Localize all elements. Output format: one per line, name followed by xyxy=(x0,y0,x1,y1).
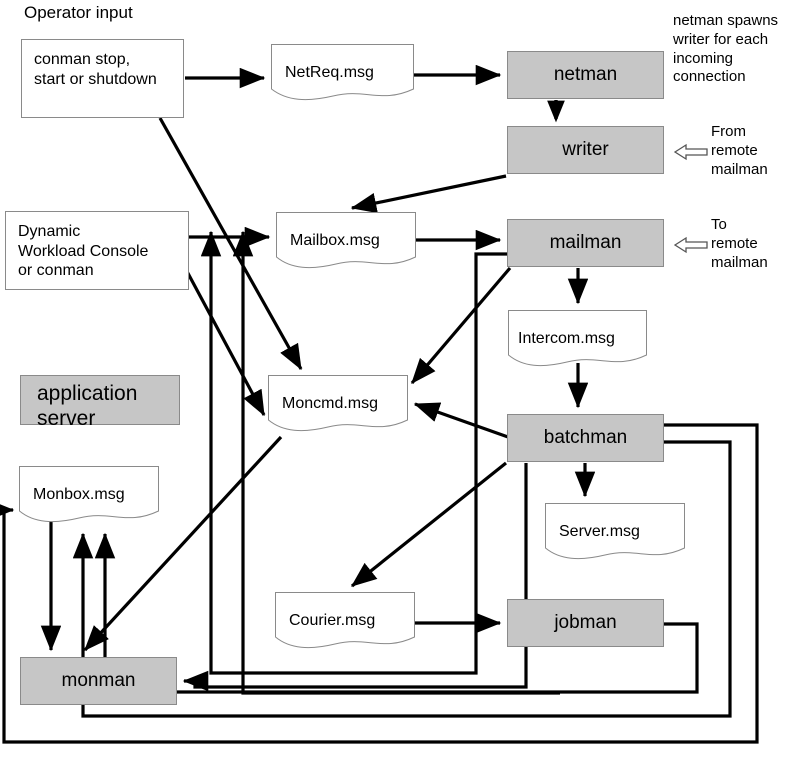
edge-lower-to-mailbox-loop xyxy=(232,230,560,695)
node-mailman[interactable]: mailman xyxy=(507,219,664,267)
edge-batchman-to-monbox-inner xyxy=(72,440,732,718)
note-from-remote-mailman: From remote mailman xyxy=(711,123,768,178)
edge-batchman-to-couriermsg xyxy=(350,461,507,588)
node-courier-msg[interactable]: Courier.msg xyxy=(275,592,415,654)
edge-batchman-to-monbox-outer xyxy=(0,423,759,744)
edge-conman-to-moncmd xyxy=(158,117,303,371)
node-dynamic-workload-console[interactable]: Dynamic Workload Console or conman xyxy=(5,211,189,290)
node-netman[interactable]: netman xyxy=(507,51,664,99)
page-title: Operator input xyxy=(24,3,133,22)
node-netreq-msg-label: NetReq.msg xyxy=(285,64,374,81)
node-batchman[interactable]: batchman xyxy=(507,414,664,462)
node-moncmd-msg[interactable]: Moncmd.msg xyxy=(268,375,408,437)
node-mailbox-msg[interactable]: Mailbox.msg xyxy=(276,212,416,274)
edge-writer-to-mailbox xyxy=(350,174,507,214)
node-courier-msg-label: Courier.msg xyxy=(289,612,376,629)
node-monbox-msg[interactable]: Monbox.msg xyxy=(19,466,159,528)
label-application-server: application server xyxy=(20,375,180,430)
edge-batchman-to-moncmd xyxy=(413,402,509,439)
note-netman-spawns-writer: netman spawns writer for each incoming c… xyxy=(673,12,779,86)
node-moncmd-msg-label: Moncmd.msg xyxy=(282,395,379,412)
edge-moncmd-to-monman xyxy=(83,435,283,652)
hollow-arrow-left-icon-from-remote xyxy=(673,142,708,167)
hollow-arrow-left-icon-to-remote xyxy=(673,235,708,260)
node-writer[interactable]: writer xyxy=(507,126,664,174)
node-netreq-msg[interactable]: NetReq.msg xyxy=(271,44,414,106)
edge-jobman-to-monbox xyxy=(94,532,699,694)
node-intercom-msg[interactable]: Intercom.msg xyxy=(508,310,647,372)
edge-mailman-to-mailbox-loop xyxy=(200,230,508,675)
node-intercom-msg-label: Intercom.msg xyxy=(518,330,615,347)
node-server-msg-label: Server.msg xyxy=(559,523,640,540)
node-monbox-msg-label: Monbox.msg xyxy=(33,486,125,503)
node-server-msg[interactable]: Server.msg xyxy=(545,503,685,565)
node-monman[interactable]: monman xyxy=(20,657,177,705)
node-mailbox-msg-label: Mailbox.msg xyxy=(290,232,380,249)
edge-mailman-to-moncmd xyxy=(410,266,512,385)
edge-dwc-to-moncmd xyxy=(181,263,266,417)
node-conman-command[interactable]: conman stop, start or shutdown xyxy=(21,39,184,118)
note-to-remote-mailman: To remote mailman xyxy=(711,216,768,271)
node-jobman[interactable]: jobman xyxy=(507,599,664,647)
